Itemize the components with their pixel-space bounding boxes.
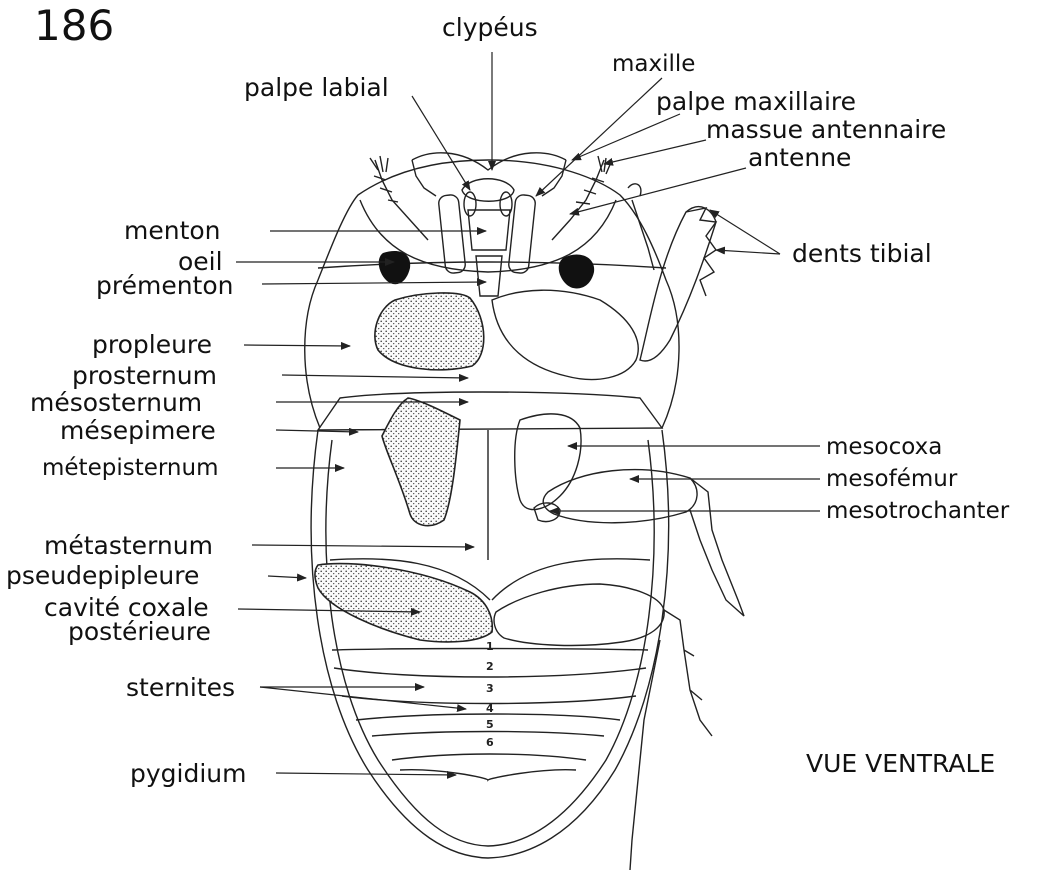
leader-palpe-maxillaire [572,114,680,160]
label-sternites: sternites [126,673,235,702]
leader-antenne [570,168,746,214]
label-prosternum: prosternum [72,361,217,390]
head-outline [412,153,566,170]
label-palpe-maxillaire: palpe maxillaire [656,87,856,116]
labels: 186 clypéus maxille palpe labial palpe m… [6,1,1010,788]
label-mesotrochanter: mesotrochanter [826,498,1010,524]
label-pseudepipleure: pseudepipleure [6,561,199,590]
sternite-number-2: 2 [486,660,494,673]
label-posterieure: postérieure [68,617,211,646]
right-hind-tarsus [630,640,660,870]
right-mesofemur [543,470,697,523]
sternite-number-6: 6 [486,736,494,749]
right-hind-coxa [494,584,664,645]
label-maxille: maxille [612,51,695,77]
leader-propleure [244,345,350,346]
leader-massue-antennaire [604,140,706,164]
label-dents-tibial: dents tibial [792,239,932,268]
leader-palpe-labial [412,96,470,190]
leader-dents-tibial-2 [716,250,780,254]
label-metasternum: métasternum [44,531,213,560]
antenna-left-club [370,156,398,202]
leader-maxille [536,78,662,196]
propleure-fold [318,262,666,268]
leader-pygidium [276,773,456,775]
labial-palp-left [464,192,476,216]
view-title: VUE VENTRALE [806,749,995,778]
leader-prementon [262,282,486,284]
label-mesepimere: mésepimere [60,416,216,445]
tibial-teeth [686,208,716,296]
right-fore-tibia [640,207,716,361]
label-massue-antennaire: massue antennaire [706,115,946,144]
sternite-number-3: 3 [486,682,494,695]
label-mesocoxa: mesocoxa [826,434,942,460]
mentum-shape [468,210,510,250]
label-mesosternum: mésosternum [30,388,202,417]
label-menton: menton [124,216,221,245]
eye-right [559,254,594,288]
labial-palp-right [500,192,512,216]
eye-left [379,251,410,284]
label-pygidium: pygidium [130,759,247,788]
right-procoxa [492,290,638,379]
leader-sternites-2 [260,687,466,709]
fore-tarsus [628,184,654,270]
label-clypeus: clypéus [442,13,538,42]
label-metepisternum: métepisternum [42,455,218,481]
label-antenne: antenne [748,143,851,172]
leader-metasternum [252,545,474,547]
sternite-number-1: 1 [486,640,494,653]
leader-prosternum [282,375,468,378]
left-hind-coxal-cavity [315,564,492,642]
mesosternum-plate [318,392,662,430]
left-procoxa [375,293,484,370]
left-mesocoxa [382,398,460,526]
leader-lines [236,52,820,775]
label-prementon: prémenton [96,271,234,300]
label-propleure: propleure [92,330,212,359]
sternite-line-6 [392,754,586,760]
label-palpe-labial: palpe labial [244,73,389,102]
sternite-number-4: 4 [486,702,494,715]
label-mesofemur: mesofémur [826,466,958,492]
antenna-right [552,160,604,240]
figure-number: 186 [34,1,114,50]
right-mesotibia [690,478,744,616]
leader-dents-tibial-1 [710,210,780,254]
sternite-number-5: 5 [486,718,494,731]
leader-pseudepipleure [268,576,306,578]
right-hind-leg [664,610,712,736]
